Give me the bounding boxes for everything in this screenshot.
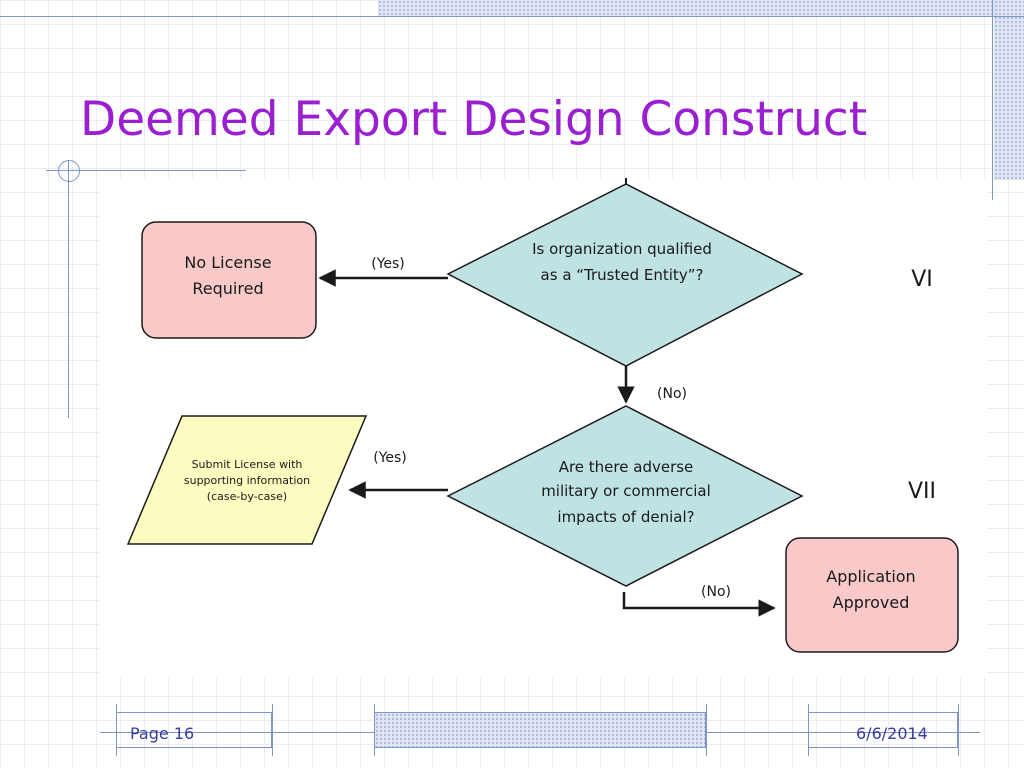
no-arrow-2 [622, 592, 776, 617]
top-dotted-band [378, 0, 1024, 16]
submit-license-line-3: (case-by-case) [207, 490, 287, 503]
footer-tick-3 [374, 704, 375, 756]
top-rule [0, 16, 1024, 17]
submit-license-box [126, 415, 368, 545]
no-label-1: (No) [657, 386, 687, 402]
submit-license-line-2: supporting information [184, 474, 310, 487]
roman-numeral-vii: VII [908, 479, 936, 504]
footer-tick-1 [116, 704, 117, 756]
footer-tick-4 [706, 704, 707, 756]
decision-adverse-impacts [446, 405, 804, 587]
submit-license-line-1: Submit License with [192, 458, 303, 471]
yes-label-2: (Yes) [373, 450, 407, 466]
flowchart-area: Is organization qualified as a “Trusted … [100, 178, 988, 678]
footer-tick-2 [272, 704, 273, 756]
left-vertical-rule [68, 160, 69, 418]
yes-label-1: (Yes) [371, 256, 405, 272]
no-label-2: (No) [701, 584, 731, 600]
slide-title: Deemed Export Design Construct [80, 92, 868, 147]
no-license-line-1: No License [184, 253, 271, 272]
footer-tick-6 [958, 704, 959, 756]
footer-date: 6/6/2014 [856, 724, 928, 743]
right-dotted-band [994, 0, 1024, 180]
decision-adverse-line-2: military or commercial [541, 482, 711, 500]
footer-tick-5 [808, 704, 809, 756]
right-vertical-rule [992, 0, 993, 200]
title-underline-rule [46, 170, 246, 171]
decision-trusted-entity-line-2: as a “Trusted Entity”? [541, 266, 704, 284]
roman-numeral-vi: VI [911, 267, 933, 292]
approved-line-2: Approved [833, 593, 910, 612]
application-approved-box [785, 537, 959, 653]
no-license-line-2: Required [192, 279, 263, 298]
decision-adverse-line-1: Are there adverse [559, 458, 694, 476]
flowchart-diagram: Is organization qualified as a “Trusted … [126, 178, 959, 653]
footer-center-band [374, 712, 706, 748]
no-license-required-box [141, 221, 317, 339]
approved-line-1: Application [826, 567, 915, 586]
footer-page-number: Page 16 [130, 724, 195, 743]
decorative-circle [58, 160, 80, 182]
decision-adverse-line-3: impacts of denial? [557, 508, 694, 526]
decision-trusted-entity-line-1: Is organization qualified [532, 240, 712, 258]
